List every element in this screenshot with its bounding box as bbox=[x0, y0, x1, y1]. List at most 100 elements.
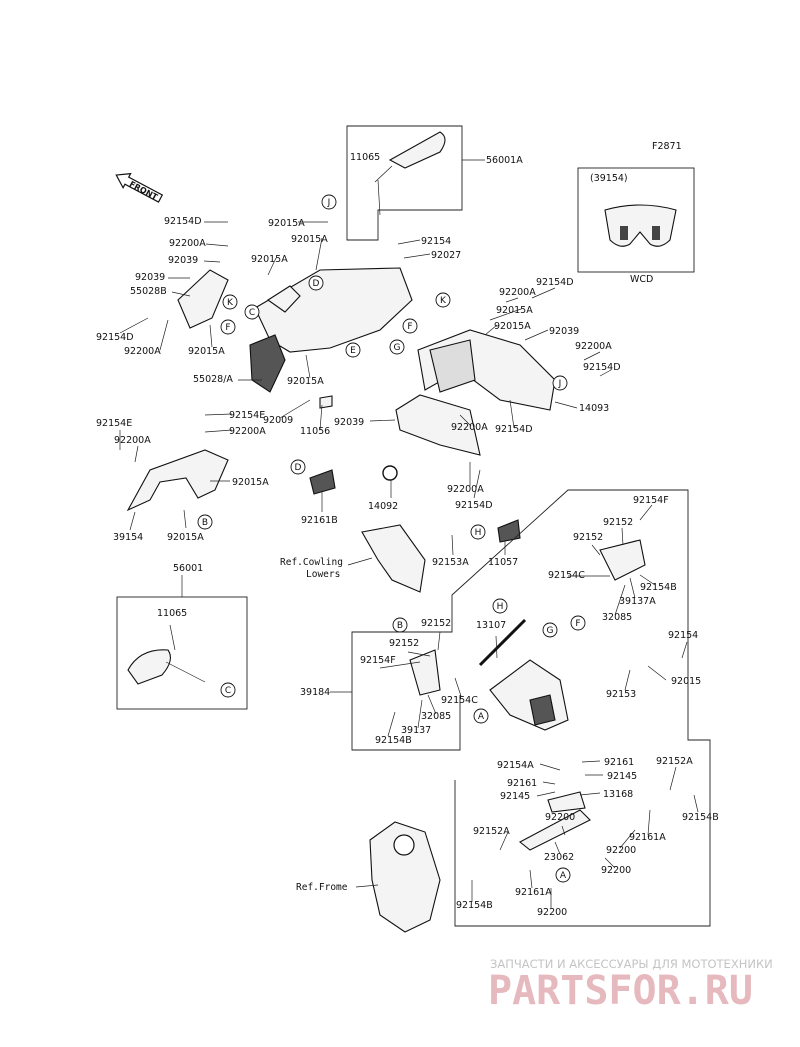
part-label: 92154B bbox=[640, 582, 677, 593]
leader-line bbox=[473, 469, 481, 499]
part-label: 92154F bbox=[633, 495, 669, 506]
callout-circle: J bbox=[552, 375, 568, 391]
part-label: 92154 bbox=[421, 236, 451, 247]
part-label: 92153 bbox=[606, 689, 636, 700]
part-label: 92015A bbox=[232, 477, 269, 488]
part-label: 13107 bbox=[476, 620, 506, 631]
part-label: 92015A bbox=[291, 234, 328, 245]
part-label: 11057 bbox=[488, 557, 518, 568]
upper-cowling bbox=[177, 267, 556, 456]
leader-line bbox=[581, 760, 601, 763]
leader-line bbox=[591, 544, 601, 556]
figure-code: F2871 bbox=[652, 141, 682, 152]
part-label: 92152 bbox=[603, 517, 633, 528]
part-label: 92200A bbox=[169, 238, 206, 249]
part-label: 92154D bbox=[583, 362, 621, 373]
watermark-top: ЗАПЧАСТИ И АКСЕССУАРЫ ДЛЯ МОТОТЕХНИКИ bbox=[490, 957, 773, 971]
leader-line bbox=[279, 399, 311, 419]
leader-line bbox=[204, 413, 233, 416]
part-label: 92154D bbox=[536, 277, 574, 288]
callout-circle: K bbox=[222, 294, 238, 310]
part-label: 92161A bbox=[629, 832, 666, 843]
part-label: 92015A bbox=[287, 376, 324, 387]
leader-line bbox=[681, 641, 688, 659]
part-label: 92152A bbox=[473, 826, 510, 837]
part-label: 92009 bbox=[263, 415, 293, 426]
leader-line bbox=[579, 792, 601, 796]
part-label: 92015A bbox=[251, 254, 288, 265]
wcd-inset: (39154) WCD bbox=[577, 167, 695, 285]
part-label: 92039 bbox=[549, 326, 579, 337]
leader-line bbox=[509, 399, 515, 429]
callout-letter: B bbox=[202, 518, 208, 528]
callout-circle: C bbox=[220, 682, 236, 698]
part-label: 32085 bbox=[421, 711, 451, 722]
leader-line bbox=[305, 354, 311, 379]
callout-circle: H bbox=[492, 598, 508, 614]
mirror-left-kit: 56001 bbox=[173, 563, 203, 574]
leader-line bbox=[209, 324, 213, 348]
callout-letter: H bbox=[497, 602, 504, 612]
part-label: 92200A bbox=[124, 346, 161, 357]
part-label: 92015A bbox=[268, 218, 305, 229]
leader-line bbox=[624, 669, 631, 691]
leader-line bbox=[484, 324, 498, 336]
part-label: 92015A bbox=[188, 346, 225, 357]
part-label: 23062 bbox=[544, 852, 574, 863]
front-arrow-icon: FRONT bbox=[115, 172, 164, 203]
part-label: 39137A bbox=[619, 596, 656, 607]
part-label: 92154A bbox=[497, 760, 534, 771]
leader-line bbox=[379, 661, 421, 669]
part-label: 92015A bbox=[496, 305, 533, 316]
part-label: 92152 bbox=[389, 638, 419, 649]
leader-line bbox=[505, 297, 519, 303]
part-label: 92200A bbox=[447, 484, 484, 495]
leader-line bbox=[539, 763, 561, 771]
part-label: 92154E bbox=[229, 410, 265, 421]
leader-lines bbox=[119, 221, 699, 908]
part-label: 92039 bbox=[334, 417, 364, 428]
leader-line bbox=[417, 699, 423, 729]
part-label: 92200 bbox=[537, 907, 567, 918]
part-label: 32085 bbox=[602, 612, 632, 623]
part-label: 11056 bbox=[300, 426, 330, 437]
part-label: 92154 bbox=[668, 630, 698, 641]
leader-line bbox=[542, 781, 556, 785]
part-label: 92200 bbox=[606, 845, 636, 856]
part-label: 92145 bbox=[607, 771, 637, 782]
callout-letter: C bbox=[225, 686, 231, 696]
leader-line bbox=[267, 257, 277, 276]
callout-circle: F bbox=[570, 615, 586, 631]
callout-circle: F bbox=[402, 318, 418, 334]
small-parts bbox=[309, 395, 521, 543]
callout-circle: K bbox=[435, 292, 451, 308]
leader-line bbox=[459, 414, 472, 427]
part-label: 92154E bbox=[96, 418, 132, 429]
callout-letter: H bbox=[475, 528, 482, 538]
leader-line bbox=[387, 711, 396, 737]
leader-line bbox=[529, 869, 533, 889]
part-label: 92154D bbox=[495, 424, 533, 435]
callout-circle: E bbox=[345, 342, 361, 358]
ref-frame: Ref.Frome bbox=[296, 882, 348, 893]
callout-letter: D bbox=[295, 463, 302, 473]
part-label: 92200A bbox=[114, 435, 151, 446]
callout-circle: B bbox=[197, 514, 213, 530]
part-label: 92200 bbox=[545, 812, 575, 823]
bracket-assembly: 39184 bbox=[300, 489, 711, 927]
part-label: 92200A bbox=[575, 341, 612, 352]
callout-circle: B bbox=[392, 617, 408, 633]
part-label: 92027 bbox=[431, 250, 461, 261]
part-label: 92154C bbox=[548, 570, 585, 581]
leader-line bbox=[619, 829, 636, 849]
part-label: 92200 bbox=[601, 865, 631, 876]
leader-line bbox=[629, 577, 636, 599]
callout-letter: A bbox=[560, 871, 567, 881]
part-label: 92153A bbox=[432, 557, 469, 568]
leader-line bbox=[554, 401, 578, 409]
part-label: 92145 bbox=[500, 791, 530, 802]
leader-line bbox=[134, 445, 139, 463]
leader-line bbox=[561, 825, 566, 836]
